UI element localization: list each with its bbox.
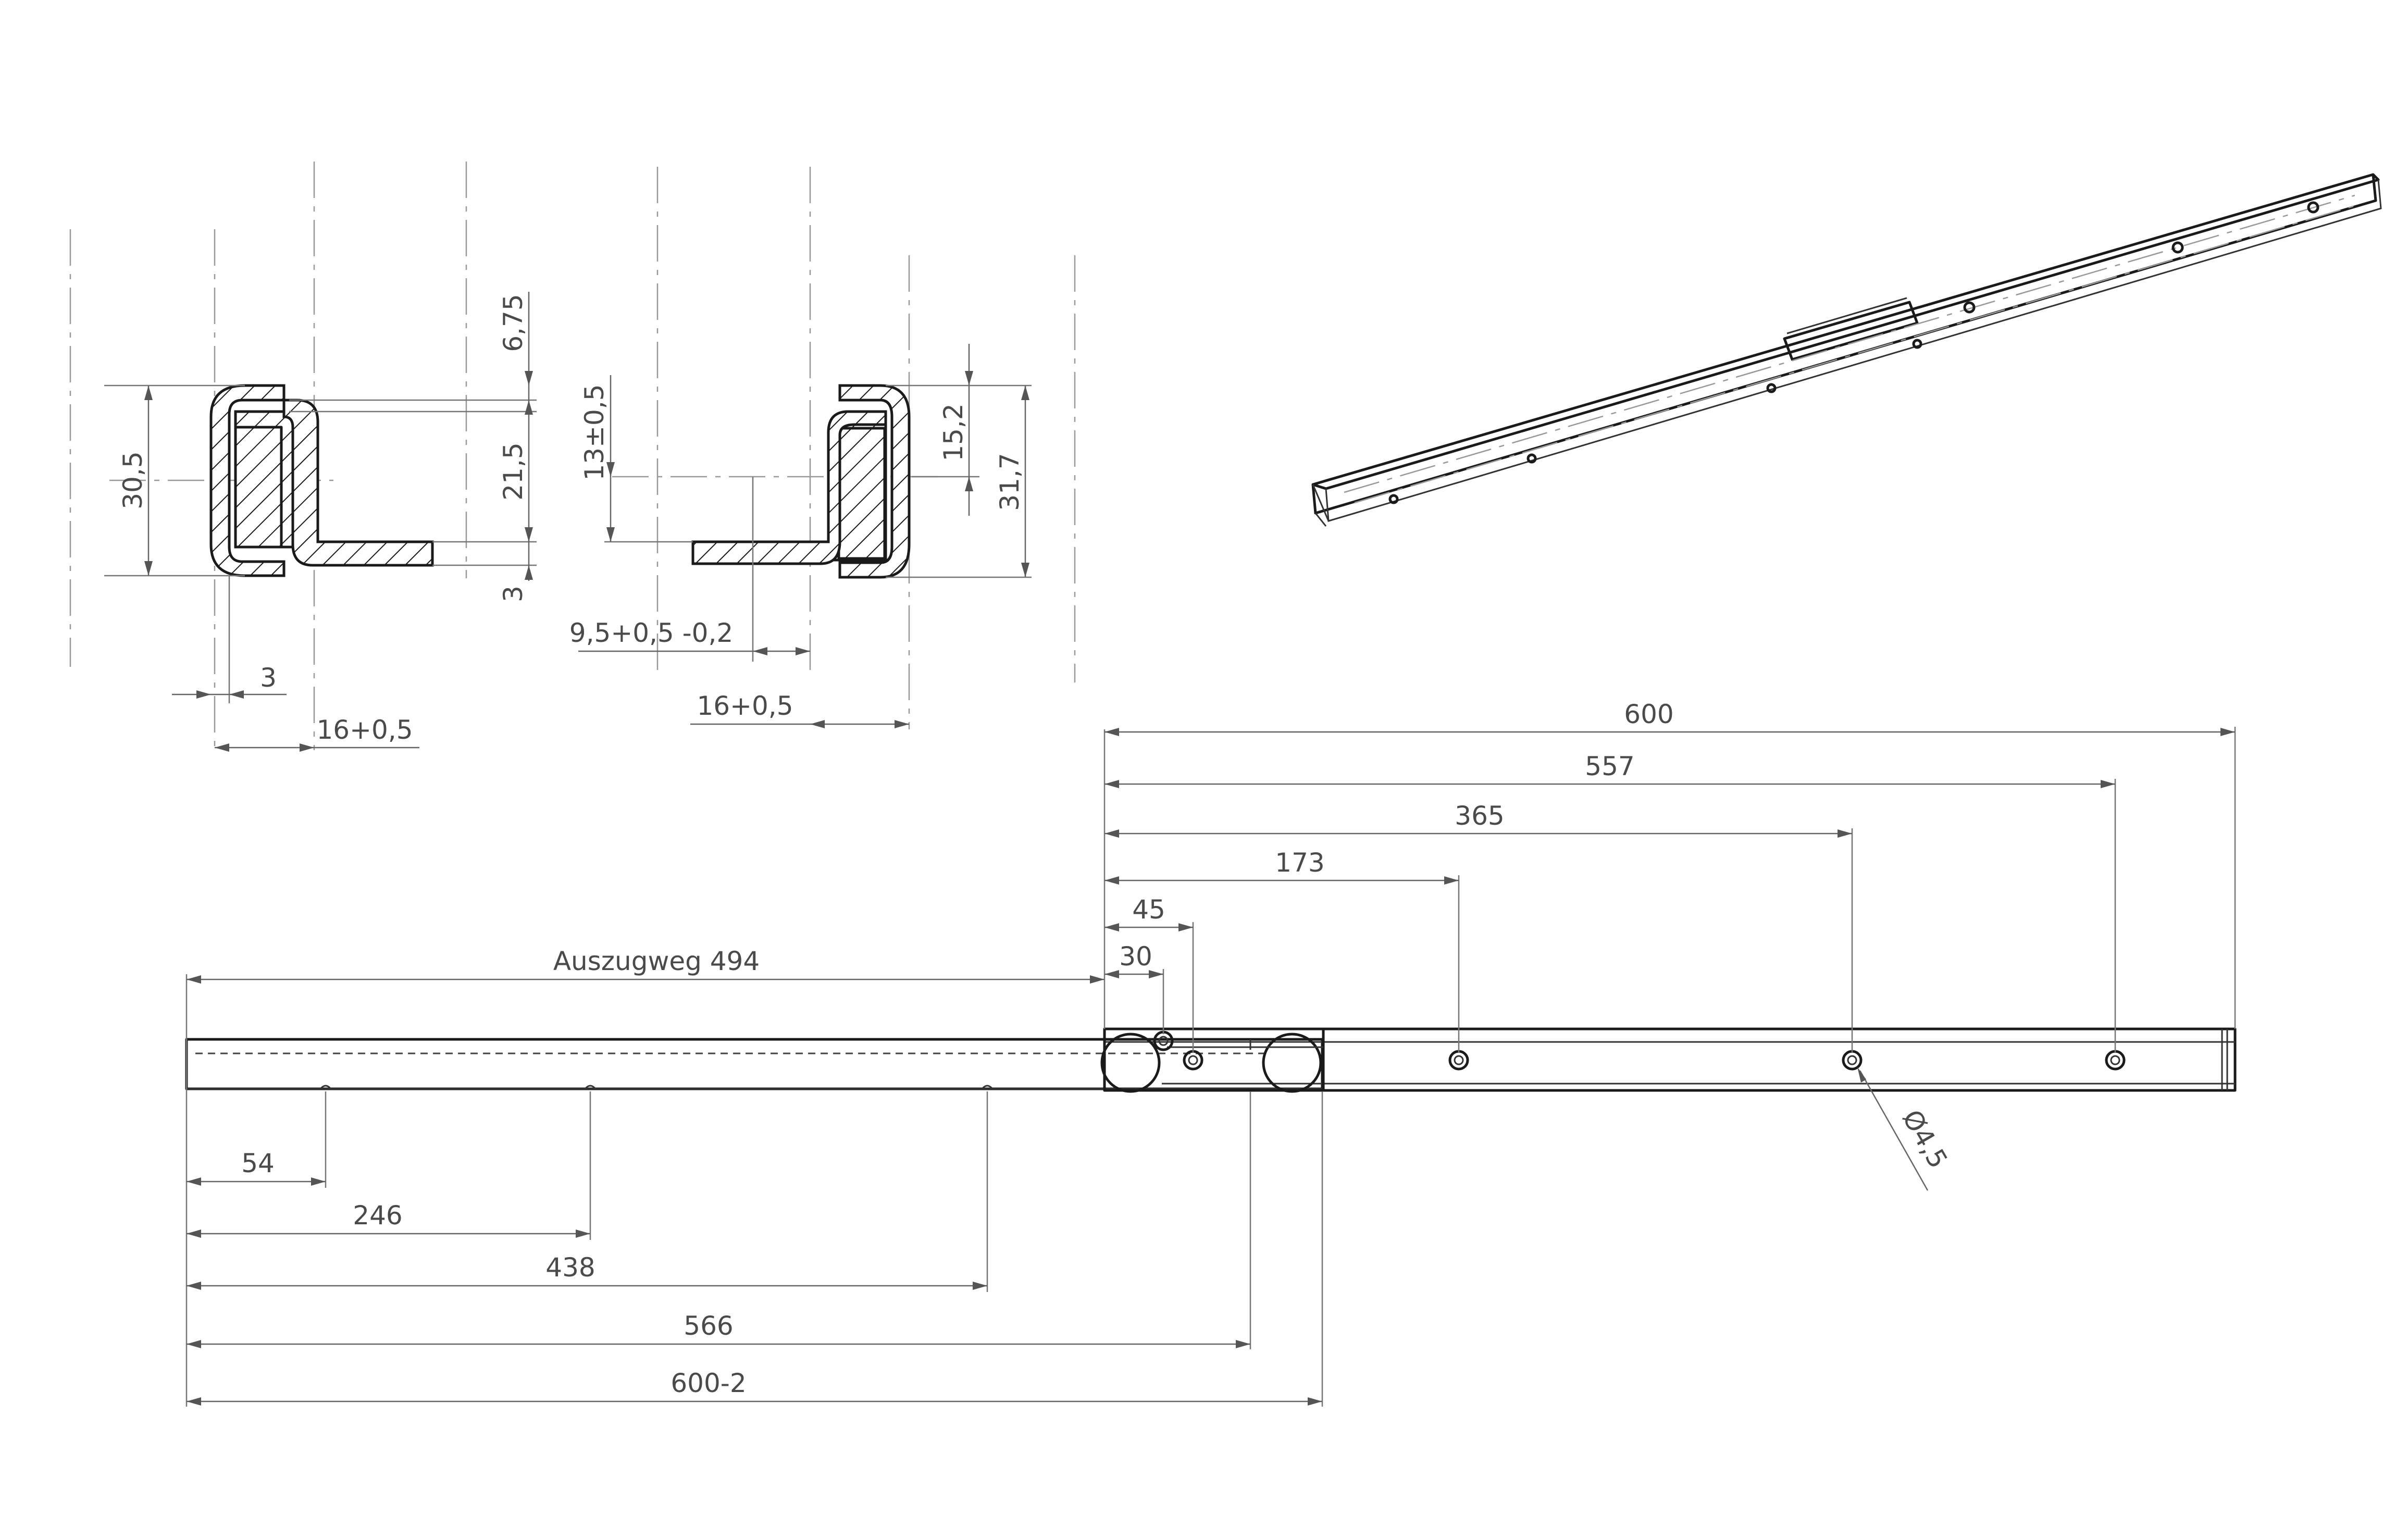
dim-right-height-total: 31,7 — [995, 453, 1025, 511]
left-profile-section: 30,5 6,75 21,5 3 3 16+0,5 — [69, 162, 537, 752]
mounting-leg — [282, 399, 434, 567]
right-profile-section: 13±0,5 15,2 31,7 9,5+0,5 -0,2 16+0,5 — [569, 167, 1076, 729]
dim-bottom-566: 566 — [684, 1311, 733, 1341]
dim-hole-diameter: Ø4,5 — [1896, 1105, 1954, 1174]
dim-top-173: 173 — [1275, 848, 1324, 878]
dim-right-height-offset: 13±0,5 — [579, 384, 610, 480]
mounting-hole — [1153, 1030, 1174, 1051]
dim-left-inner-height: 21,5 — [498, 442, 528, 500]
dim-top-30: 30 — [1119, 941, 1152, 972]
inner-channel — [234, 410, 296, 549]
dim-bottom-600-2: 600-2 — [671, 1368, 746, 1398]
mounting-hole — [1183, 1050, 1203, 1071]
right-mounting-leg — [691, 410, 887, 565]
dim-top-45: 45 — [1132, 895, 1165, 925]
mounting-hole — [1842, 1050, 1863, 1071]
dim-left-thickness: 3 — [260, 663, 277, 693]
dim-right-height-inner: 15,2 — [938, 403, 969, 461]
dim-top-557: 557 — [1585, 751, 1634, 781]
dim-top-365: 365 — [1455, 801, 1504, 831]
dim-left-bottom: 3 — [498, 586, 528, 602]
dim-left-top-offset: 6,75 — [498, 294, 528, 352]
dim-bottom-438: 438 — [545, 1252, 595, 1283]
dim-bottom-54: 54 — [241, 1148, 275, 1178]
dim-right-flange: 9,5+0,5 -0,2 — [569, 618, 733, 648]
side-elevation-view: 600 557 365 173 45 30 Ø4,5 — [185, 699, 2237, 1407]
dim-extension-travel: Auszugweg 494 — [553, 946, 760, 976]
dim-left-width: 16+0,5 — [316, 715, 413, 745]
mounting-hole — [2105, 1050, 2126, 1071]
dim-right-width: 16+0,5 — [697, 691, 793, 721]
dim-bottom-246: 246 — [353, 1200, 402, 1231]
right-outer-channel — [838, 384, 911, 579]
dim-top-600: 600 — [1624, 699, 1673, 729]
mounting-hole — [1448, 1050, 1469, 1071]
dim-left-height-total: 30,5 — [118, 451, 148, 509]
isometric-slide-view — [1311, 173, 2382, 527]
